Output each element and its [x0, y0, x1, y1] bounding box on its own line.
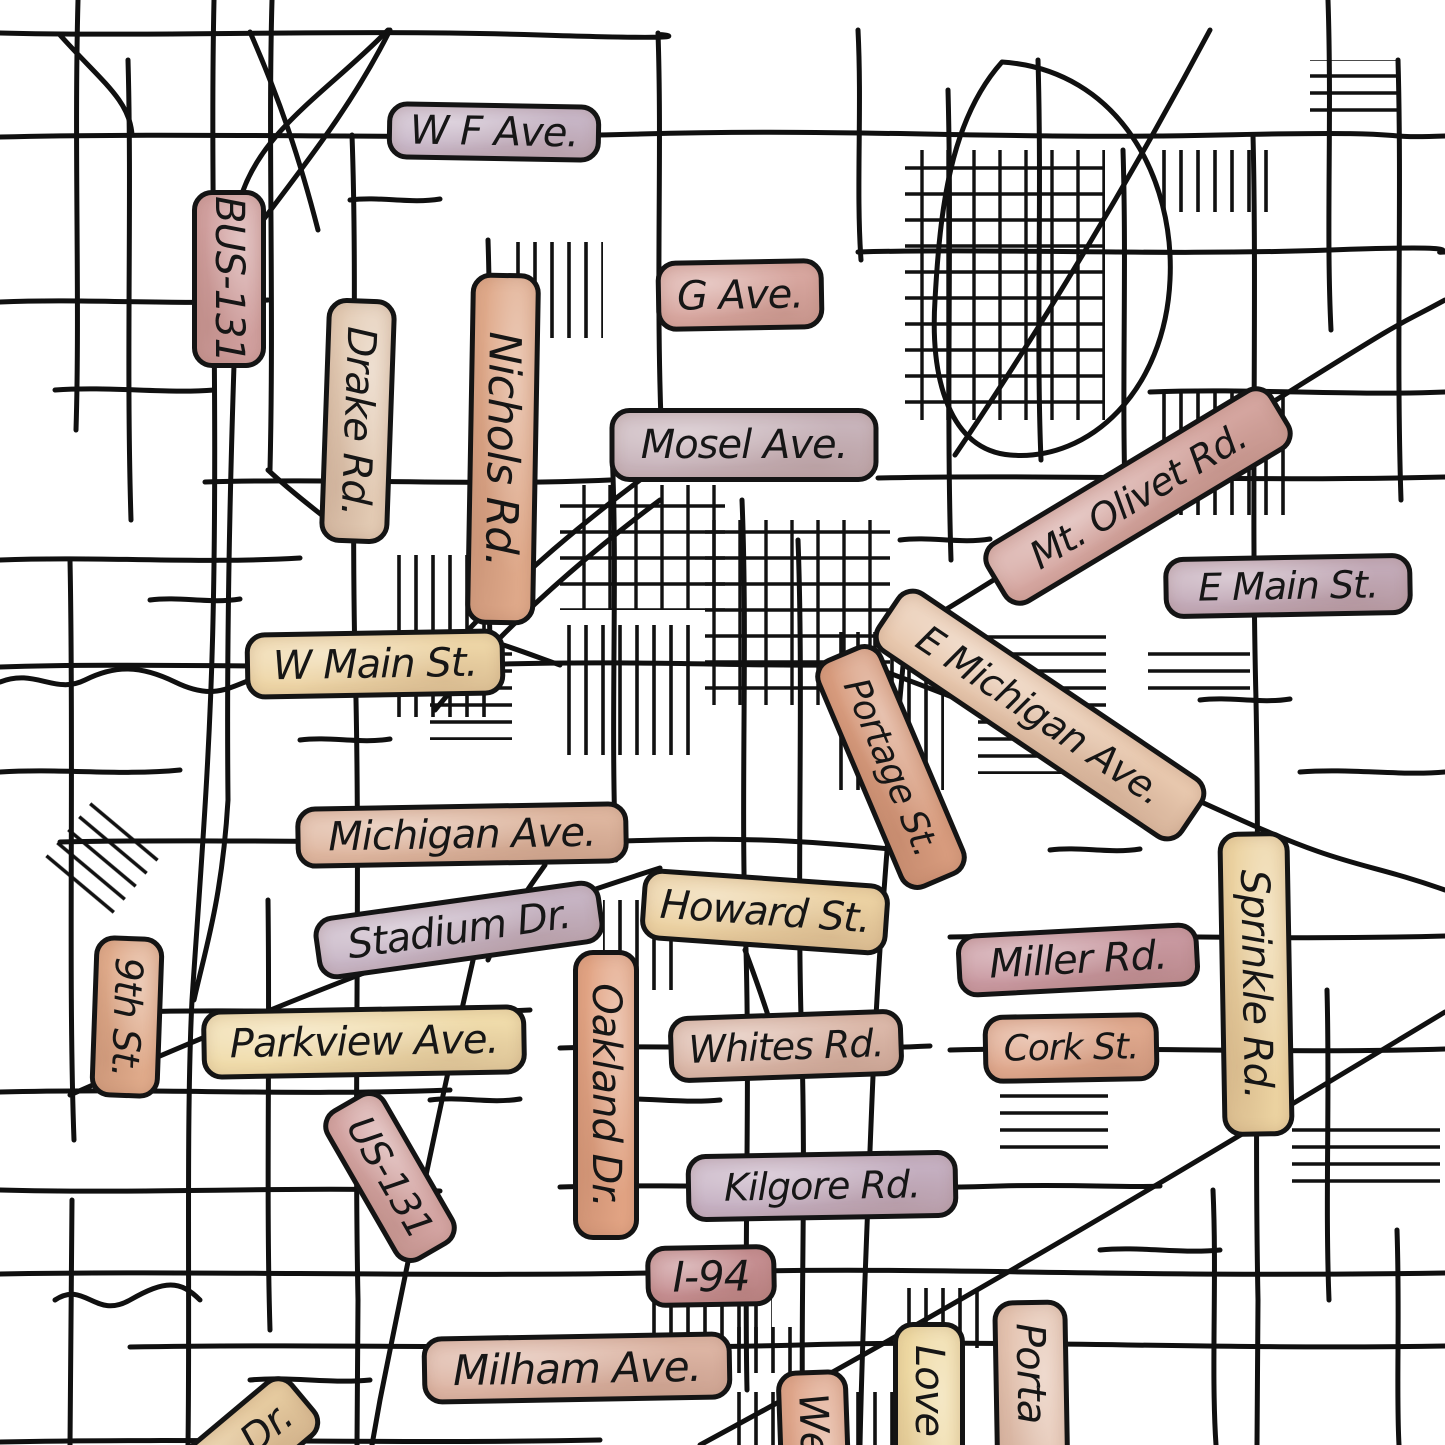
street-label-miller-rd: Miller Rd.: [954, 921, 1202, 999]
street-label-w-main-st: W Main St.: [244, 628, 506, 700]
street-label-ninth-st: 9th St.: [89, 934, 165, 1100]
street-label-stadium-dr: Stadium Dr.: [310, 878, 608, 982]
street-label-i-94: I-94: [644, 1243, 778, 1309]
street-label-milham-ave: Milham Ave.: [421, 1331, 733, 1405]
street-label-porta-partial: Porta: [992, 1299, 1072, 1445]
street-label-mosel-ave: Mosel Ave.: [609, 408, 879, 482]
street-label-nichols-rd: Nichols Rd.: [464, 272, 542, 626]
street-label-parkview-ave: Parkview Ave.: [200, 1004, 528, 1080]
street-label-michigan-ave: Michigan Ave.: [294, 801, 630, 869]
street-label-kilgore-rd: Kilgore Rd.: [685, 1149, 959, 1223]
street-label-us-131: US-131: [315, 1083, 465, 1271]
street-label-howard-st: Howard St.: [638, 867, 892, 957]
street-label-bus-131: BUS-131: [192, 190, 266, 368]
street-label-dr-partial: Dr.: [81, 1368, 329, 1445]
street-label-whites-rd: Whites Rd.: [667, 1008, 905, 1084]
street-label-drake-rd: Drake Rd.: [318, 297, 398, 545]
street-label-sprinkle-rd: Sprinkle Rd.: [1217, 830, 1295, 1138]
street-label-love-partial: Love: [893, 1322, 965, 1445]
street-label-oakland-dr: Oakland Dr.: [573, 950, 639, 1240]
street-label-we-partial: We: [775, 1368, 857, 1445]
street-label-cork-st: Cork St.: [982, 1011, 1160, 1085]
street-label-wf-ave: W F Ave.: [386, 101, 602, 163]
street-label-e-main-st: E Main St.: [1162, 552, 1414, 620]
street-label-g-ave: G Ave.: [655, 258, 825, 332]
